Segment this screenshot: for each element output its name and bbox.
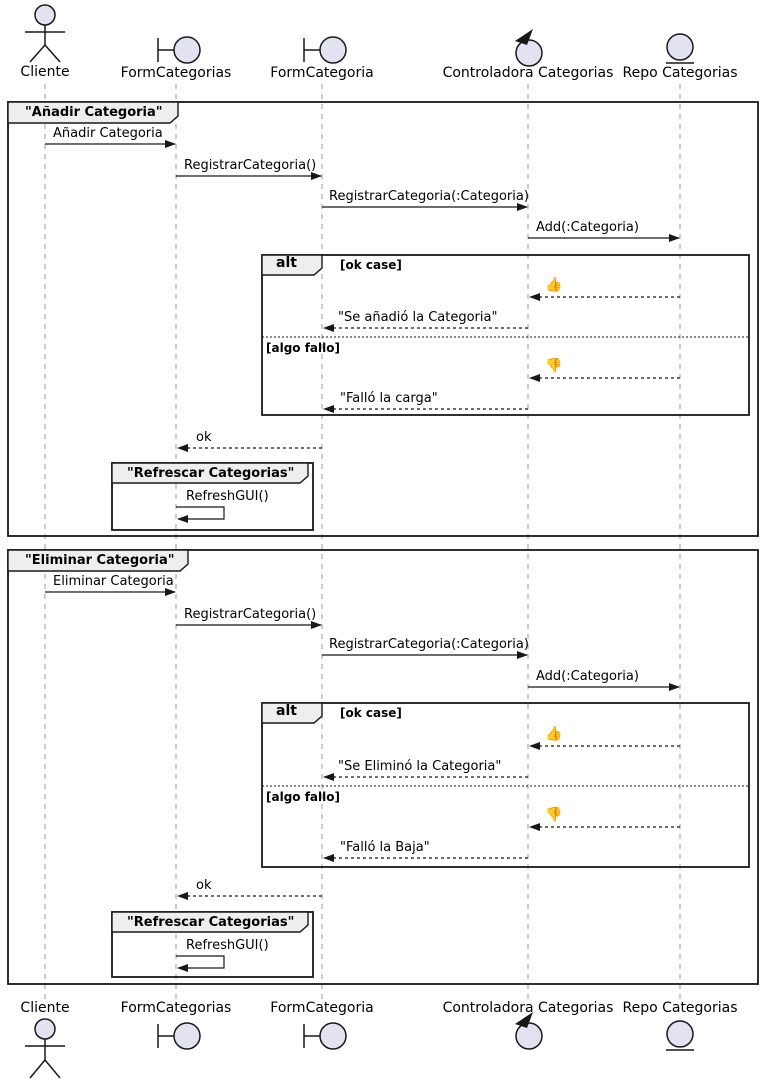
thumbs-down-icon: 👎 (545, 807, 563, 823)
guard-algo-fallo: [algo fallo] (266, 790, 340, 804)
participant-label-controladora: Controladora Categorias (442, 1000, 614, 1016)
alt-keyword: alt (276, 255, 297, 271)
alt-fragment-anadir (261, 254, 750, 416)
participant-label-repo: Repo Categorias (622, 65, 738, 81)
message-label: RegistrarCategoria() (184, 607, 317, 622)
frame-title-eliminar: "Eliminar Categoria" (25, 553, 175, 568)
message-label: "Se añadió la Categoria" (338, 310, 498, 325)
message-label: "Se Eliminó la Categoria" (338, 759, 502, 774)
guard-algo-fallo: [algo fallo] (266, 341, 340, 355)
thumbs-up-icon: 👍 (545, 277, 563, 293)
frame-header-anadir (7, 101, 179, 124)
frame-anadir-categoria (7, 101, 759, 537)
boundary-icon (303, 36, 347, 64)
participant-label-formcategorias: FormCategorias (120, 1000, 232, 1016)
participant-label-repo: Repo Categorias (622, 1000, 738, 1016)
self-message-refreshgui (176, 955, 225, 972)
boundary-icon (303, 1022, 347, 1050)
message-label: ok (196, 430, 212, 445)
actor-icon (25, 4, 65, 63)
alt-keyword: alt (276, 703, 297, 719)
frame-title-refrescar: "Refrescar Categorias" (127, 466, 295, 481)
alt-header (261, 254, 323, 276)
guard-ok-case: [ok case] (340, 258, 402, 272)
message-label: ok (196, 878, 212, 893)
message-label: RefreshGUI() (186, 938, 269, 953)
participant-label-formcategoria: FormCategoria (270, 65, 374, 81)
frame-title-refrescar: "Refrescar Categorias" (127, 915, 295, 930)
message-label: "Falló la carga" (340, 391, 438, 406)
participant-label-formcategoria: FormCategoria (270, 1000, 374, 1016)
thumbs-up-icon: 👍 (545, 726, 563, 742)
thumbs-down-icon: 👎 (545, 358, 563, 374)
message-label: RefreshGUI() (186, 489, 269, 504)
message-label: Add(:Categoria) (536, 220, 639, 235)
entity-icon (666, 33, 694, 64)
guard-ok-case: [ok case] (340, 706, 402, 720)
control-icon (515, 29, 543, 67)
actor-icon (25, 1018, 65, 1079)
frame-eliminar-categoria (7, 549, 759, 985)
message-label: RegistrarCategoria(:Categoria) (329, 637, 529, 652)
participant-label-controladora: Controladora Categorias (442, 65, 614, 81)
frame-header-refrescar (111, 911, 309, 933)
boundary-icon (157, 1022, 201, 1050)
message-label: Añadir Categoria (53, 126, 163, 141)
frame-header-eliminar (7, 549, 189, 572)
participant-label-cliente: Cliente (20, 64, 70, 80)
message-label: Eliminar Categoria (53, 574, 174, 589)
message-label: Add(:Categoria) (536, 669, 639, 684)
boundary-icon (157, 36, 201, 64)
frame-title-anadir: "Añadir Categoria" (25, 105, 163, 120)
participant-label-formcategorias: FormCategorias (120, 65, 232, 81)
control-icon (515, 1012, 543, 1050)
self-message-refreshgui (176, 506, 225, 523)
alt-header (261, 702, 323, 724)
message-label: RegistrarCategoria() (184, 158, 317, 173)
message-label: RegistrarCategoria(:Categoria) (329, 189, 529, 204)
alt-fragment-eliminar (261, 702, 750, 868)
message-label: "Falló la Baja" (340, 840, 430, 855)
frame-header-refrescar (111, 462, 309, 484)
entity-icon (666, 1020, 694, 1051)
participant-label-cliente: Cliente (20, 1000, 70, 1016)
